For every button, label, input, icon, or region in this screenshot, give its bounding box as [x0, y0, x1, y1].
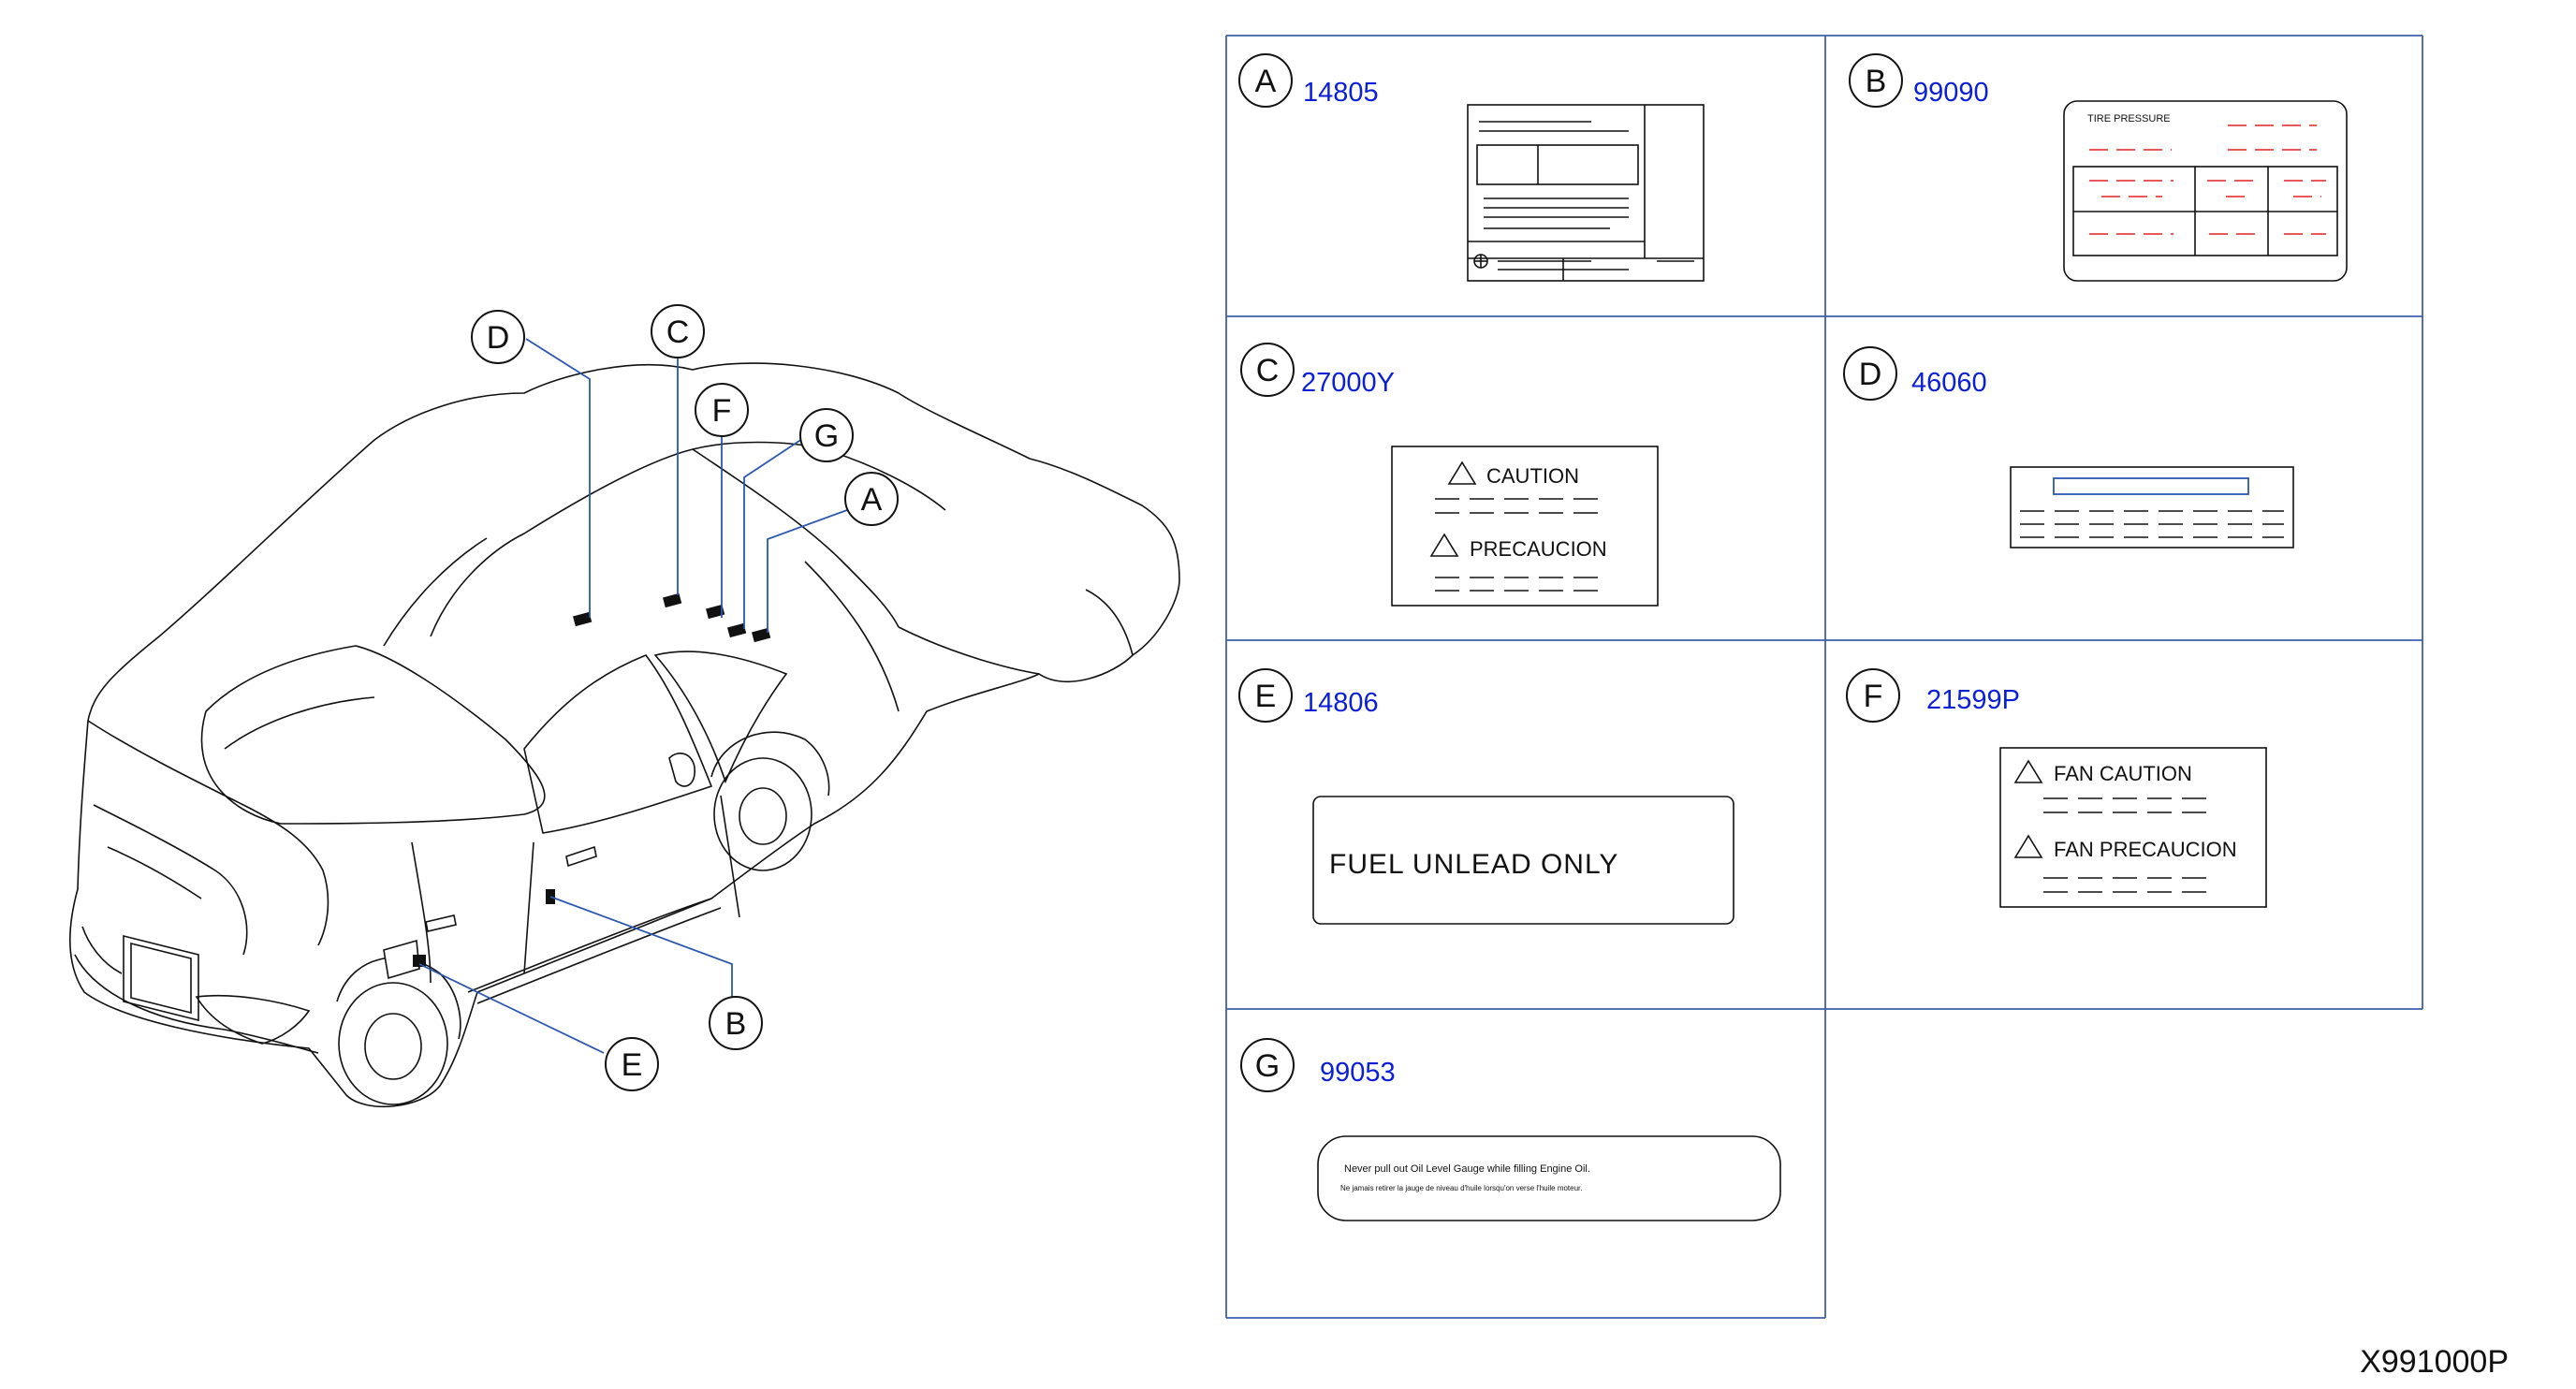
- callout-g-letter: G: [814, 418, 839, 454]
- panel-c-letter: C: [1256, 353, 1280, 388]
- label-tire-pressure-drawing: TIRE PRESSURE: [2063, 100, 2348, 282]
- caution-text: CAUTION: [1486, 464, 1579, 488]
- side-mirror: [668, 753, 695, 787]
- rear-window: [200, 645, 546, 825]
- callout-a: A: [844, 472, 899, 526]
- panel-c: C 27000Y CAUTION PRECAUCION: [1240, 343, 1659, 607]
- door-handle-rear: [425, 914, 457, 932]
- fuel-unlead-text: FUEL UNLEAD ONLY: [1329, 849, 1618, 880]
- panel-e-badge: [1238, 668, 1293, 723]
- rear-wheel: [338, 982, 448, 1105]
- car-body-outline: [68, 362, 1180, 1108]
- warning-triangle-icon: [1429, 533, 1459, 557]
- panel-d: D 46060: [1843, 346, 2294, 548]
- label-marker-e: [413, 955, 426, 967]
- panel-e: E 14806 FUEL UNLEAD ONLY: [1238, 668, 1734, 925]
- panel-e-part-number: 14806: [1303, 688, 1379, 718]
- side-window-front: [653, 651, 788, 784]
- warning-triangle-icon: [2013, 834, 2043, 858]
- panel-a-badge: [1238, 53, 1293, 108]
- label-14805-drawing: [1467, 104, 1705, 282]
- label-marker-g: [727, 622, 747, 638]
- panel-f-badge: [1846, 668, 1900, 723]
- label-caution-drawing: CAUTION PRECAUCION: [1391, 446, 1659, 607]
- label-marker-a: [752, 627, 771, 643]
- panel-b: B 99090 TIRE PRESSURE: [1849, 53, 2348, 282]
- panel-grid: [1225, 35, 2423, 1319]
- fuel-door: [383, 939, 420, 980]
- panel-e-letter: E: [1255, 679, 1277, 714]
- panel-d-letter: D: [1859, 357, 1882, 392]
- oil-gauge-french-text: Ne jamais retirer la jauge de niveau d'h…: [1340, 1184, 1583, 1192]
- callout-e-letter: E: [622, 1047, 643, 1083]
- callout-c-letter: C: [666, 314, 690, 350]
- label-marker-f: [706, 604, 725, 620]
- leader-lines: [418, 338, 848, 1054]
- panel-f-letter: F: [1864, 679, 1883, 714]
- callout-c: C: [651, 304, 705, 358]
- callout-a-letter: A: [861, 482, 883, 518]
- callout-g: G: [799, 408, 854, 462]
- panel-b-letter: B: [1866, 64, 1887, 99]
- label-marker-d: [573, 611, 593, 627]
- label-marker-c: [663, 592, 682, 608]
- panel-a-letter: A: [1255, 64, 1277, 99]
- side-window-rear: [523, 654, 713, 834]
- panel-a-part-number: 14805: [1303, 78, 1379, 108]
- door-handle-front: [565, 845, 597, 868]
- callout-b: B: [709, 996, 763, 1050]
- label-oil-gauge-drawing: Never pull out Oil Level Gauge while fil…: [1317, 1135, 1781, 1221]
- panel-f: F 21599P FAN CAUTION FAN PRECAUCION: [1846, 668, 2267, 908]
- tail-light: [195, 994, 311, 1045]
- car-illustration: [68, 362, 1180, 1108]
- panel-b-part-number: 99090: [1913, 78, 1989, 108]
- panel-f-part-number: 21599P: [1926, 685, 2020, 715]
- oil-gauge-english-text: Never pull out Oil Level Gauge while fil…: [1344, 1163, 1590, 1175]
- fan-precaucion-text: FAN PRECAUCION: [2054, 838, 2237, 861]
- callout-e: E: [605, 1037, 659, 1091]
- panel-d-part-number: 46060: [1911, 368, 1987, 398]
- fan-caution-text: FAN CAUTION: [2054, 762, 2192, 785]
- tire-pressure-title: TIRE PRESSURE: [2087, 113, 2171, 124]
- callout-f-letter: F: [712, 393, 732, 429]
- warning-triangle-icon: [1447, 461, 1477, 485]
- label-fan-caution-drawing: FAN CAUTION FAN PRECAUCION: [1999, 747, 2267, 908]
- callout-b-letter: B: [725, 1006, 747, 1042]
- panel-g-badge: [1240, 1038, 1295, 1092]
- panel-g-part-number: 99053: [1320, 1058, 1396, 1088]
- panel-c-part-number: 27000Y: [1301, 368, 1395, 398]
- callout-f: F: [695, 383, 749, 437]
- panel-g: G 99053 Never pull out Oil Level Gauge w…: [1240, 1038, 1781, 1221]
- front-wheel: [713, 757, 812, 871]
- callout-d: D: [471, 310, 525, 364]
- label-46060-drawing: [2010, 466, 2294, 548]
- callout-d-letter: D: [487, 320, 510, 356]
- panel-d-badge: [1843, 346, 1897, 401]
- panel-a: A 14805: [1238, 53, 1705, 282]
- panel-c-badge: [1240, 343, 1295, 397]
- diagram-code: X991000P: [2360, 1344, 2509, 1380]
- license-plate: [123, 934, 199, 1022]
- car-roof: [430, 441, 946, 637]
- panel-g-letter: G: [1255, 1048, 1280, 1084]
- panel-b-badge: [1849, 53, 1903, 108]
- label-fuel-unlead-drawing: FUEL UNLEAD ONLY: [1312, 796, 1734, 925]
- precaucion-text: PRECAUCION: [1470, 537, 1607, 561]
- warning-triangle-icon: [2013, 759, 2043, 783]
